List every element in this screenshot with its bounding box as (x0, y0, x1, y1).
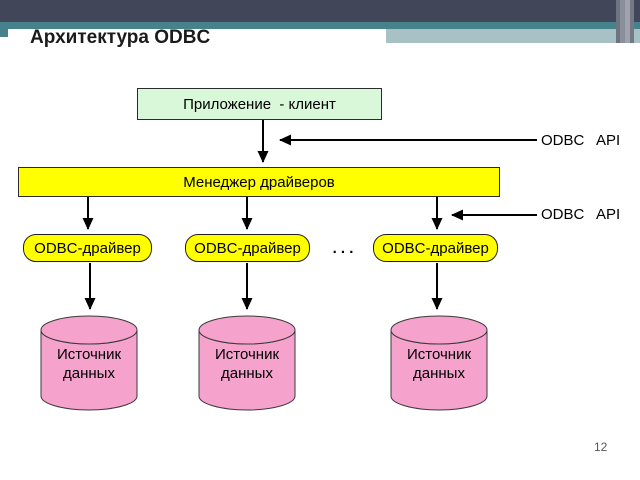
header-vertical-stripe (630, 0, 634, 43)
odbc-driver-label: ODBC-драйвер (194, 239, 301, 257)
data-source-label: Источник данных (56, 346, 122, 382)
data-source-cylinder-2: Источник данных (198, 314, 296, 412)
odbc-driver-box-2: ODBC-драйвер (185, 234, 310, 262)
odbc-driver-box-1: ODBC-драйвер (23, 234, 152, 262)
odbc-driver-label: ODBC-драйвер (382, 239, 489, 257)
driver-manager-box: Менеджер драйверов (18, 167, 500, 197)
header-bar (0, 0, 640, 22)
driver-manager-label: Менеджер драйверов (183, 173, 335, 191)
header-vertical-stripe (620, 0, 625, 43)
cylinder-shape (390, 315, 488, 411)
cylinder-shape (40, 315, 138, 411)
data-source-label: Источник данных (406, 346, 472, 382)
data-source-label: Источник данных (214, 346, 280, 382)
header-light-band (386, 29, 640, 43)
header-vertical-stripe (616, 0, 620, 43)
odbc-api-label-1: ODBC API (541, 132, 621, 149)
slide-title: Архитектура ODBC (30, 27, 211, 48)
odbc-driver-box-3: ODBC-драйвер (373, 234, 498, 262)
drivers-ellipsis: . . . (332, 240, 354, 257)
header-left-square (0, 29, 8, 37)
header-vertical-stripe (625, 0, 630, 43)
odbc-api-label-2: ODBC API (541, 206, 621, 223)
page-number: 12 (594, 440, 608, 454)
header-teal-stripe (0, 22, 640, 29)
cylinder-shape (198, 315, 296, 411)
client-application-box: Приложение - клиент (137, 88, 382, 120)
client-application-label: Приложение - клиент (183, 95, 336, 113)
data-source-cylinder-1: Источник данных (40, 314, 138, 412)
odbc-driver-label: ODBC-драйвер (34, 239, 141, 257)
data-source-cylinder-3: Источник данных (390, 314, 488, 412)
